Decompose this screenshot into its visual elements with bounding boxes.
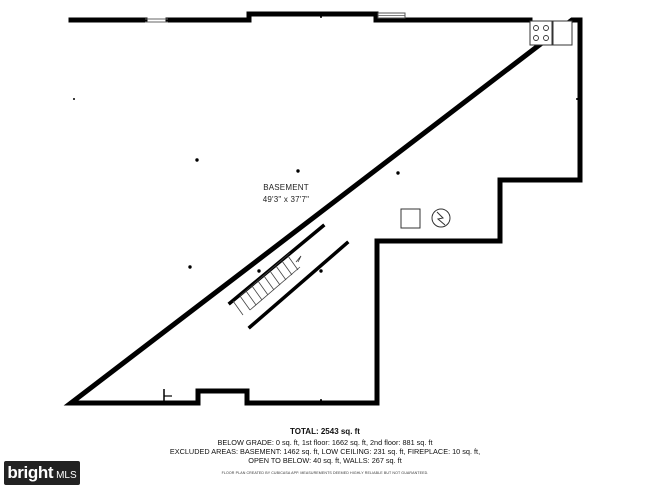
room-name: BASEMENT [263, 183, 309, 192]
room-dimensions: 49'3" x 37'7" [262, 195, 310, 204]
logo-suffix: MLS [56, 469, 77, 481]
total-area: TOTAL: 2543 sq. ft [290, 427, 360, 436]
sliding-door [145, 18, 168, 23]
excluded-areas-line: EXCLUDED AREAS: BASEMENT: 1462 sq. ft, L… [169, 447, 481, 456]
cabinet [552, 20, 573, 46]
water-heater-icon [400, 208, 421, 229]
window [377, 12, 406, 19]
logo-brand: bright [7, 463, 54, 482]
disclaimer: FLOOR PLAN CREATED BY CUBICASA APP. MEAS… [221, 471, 429, 475]
stairs-icon [227, 223, 350, 330]
exterior-wall [63, 11, 583, 406]
electrical-panel-icon [431, 208, 451, 228]
excluded-areas-line-2: OPEN TO BELOW: 40 sq. ft, WALLS: 267 sq.… [248, 456, 402, 465]
brightmls-logo: bright MLS [4, 461, 80, 485]
door-marker [163, 389, 172, 403]
range-icon [529, 20, 553, 46]
below-grade-line: BELOW GRADE: 0 sq. ft, 1st floor: 1662 s… [217, 438, 433, 447]
ceiling-light-markers [188, 158, 400, 273]
wall-ticks [73, 16, 578, 401]
